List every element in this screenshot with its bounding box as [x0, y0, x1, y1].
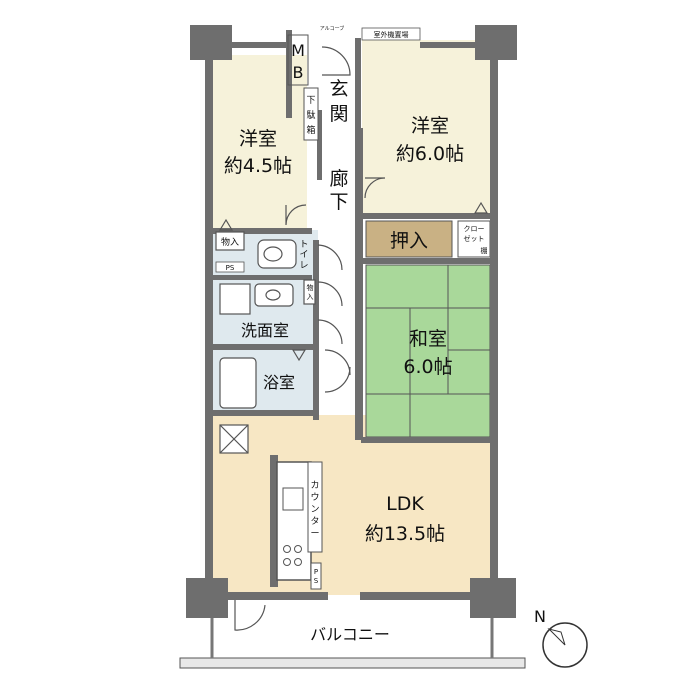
bathroom-label: 浴室 — [263, 373, 295, 392]
mb-label-m: M — [291, 41, 305, 60]
north-compass — [542, 622, 588, 668]
closet-label-1: クロー — [464, 225, 485, 233]
shoe-box-label-1: 下 — [306, 96, 315, 106]
ps-kitchen-label-1: P — [314, 568, 318, 576]
entrance-label-1: 玄 — [329, 78, 348, 100]
japanese-room-name: 和室 — [409, 328, 447, 350]
closet-label-2: ゼット — [464, 234, 485, 243]
outdoor-unit-label: 室外機置場 — [374, 30, 409, 39]
counter-label-2: ウ — [310, 492, 319, 503]
oshiire-label: 押入 — [390, 230, 428, 252]
japanese-room-tatami — [365, 264, 491, 438]
western-room-1-size: 約4.5帖 — [224, 155, 292, 177]
entrance-label-2: 関 — [329, 103, 348, 125]
closet-box — [457, 220, 491, 258]
counter-label-5: ー — [310, 529, 319, 539]
walls — [186, 25, 517, 618]
balcony-label: バルコニー — [310, 625, 390, 644]
western-room-2-floor — [362, 40, 495, 215]
mb-label-b: B — [293, 63, 304, 82]
shoe-box-label-2: 駄 — [306, 109, 315, 121]
storage-left-label: 物入 — [221, 236, 239, 248]
toilet-label-3: レ — [299, 261, 308, 271]
doors — [234, 46, 386, 631]
counter-label-3: ン — [310, 505, 319, 515]
western-room-2-size: 約6.0帖 — [396, 143, 464, 165]
ldk-floor — [212, 415, 495, 595]
ps-kitchen-label-2: S — [314, 577, 319, 585]
north-label: N — [534, 607, 546, 626]
toilet-label-2: イ — [299, 250, 308, 260]
kitchen-unit — [276, 461, 323, 590]
hallway-label-2: 下 — [329, 191, 348, 213]
washroom-label: 洗面室 — [241, 321, 289, 340]
toilet-label-1: ト — [299, 240, 308, 250]
fixtures — [215, 201, 489, 454]
oshiire-box — [365, 220, 453, 258]
ps-left-label: PS — [226, 264, 235, 272]
counter-label-1: カ — [310, 480, 319, 491]
counter-label-4: タ — [310, 516, 319, 527]
closet-sub-label: 棚 — [481, 246, 488, 255]
storage-mid-label-2: 入 — [307, 293, 314, 301]
western-room-2-name: 洋室 — [411, 115, 449, 137]
western-room-1-name: 洋室 — [239, 128, 277, 150]
ldk-size: 約13.5帖 — [365, 523, 445, 545]
alcove-label: アルコーブ — [320, 25, 345, 32]
hallway-label-1: 廊 — [329, 168, 348, 190]
balcony — [179, 618, 526, 669]
shoe-box-label-3: 箱 — [306, 124, 315, 136]
japanese-room-size: 6.0帖 — [403, 356, 452, 378]
storage-mid-label-1: 物 — [307, 283, 314, 292]
ldk-name: LDK — [386, 493, 424, 515]
